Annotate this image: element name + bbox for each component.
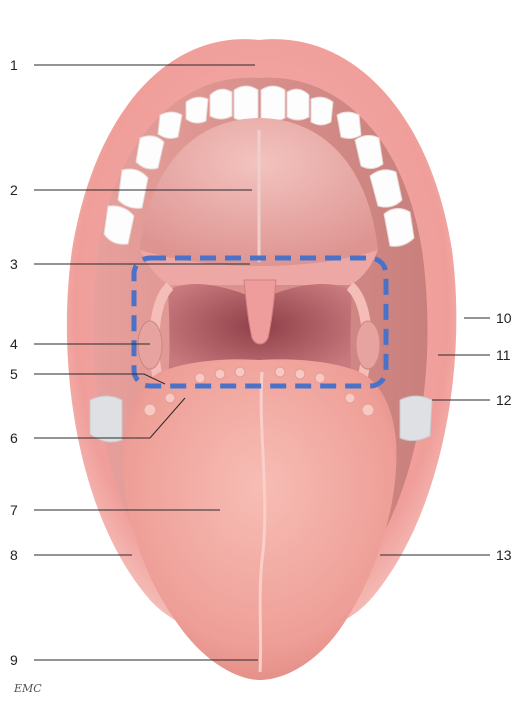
- label-11: 11: [496, 347, 511, 363]
- label-9: 9: [10, 652, 18, 668]
- palatine-tonsil-right: [356, 321, 380, 369]
- label-2: 2: [10, 182, 18, 198]
- label-12: 12: [496, 392, 512, 408]
- label-4: 4: [10, 336, 18, 352]
- label-8: 8: [10, 547, 18, 563]
- label-6: 6: [10, 430, 18, 446]
- label-13: 13: [496, 547, 512, 563]
- label-5: 5: [10, 366, 18, 382]
- credit-mark: EMC: [13, 682, 42, 695]
- palatine-tonsil-left: [138, 321, 162, 369]
- label-1: 1: [10, 57, 18, 73]
- label-3: 3: [10, 256, 18, 272]
- label-10: 10: [496, 310, 512, 326]
- label-7: 7: [10, 502, 18, 518]
